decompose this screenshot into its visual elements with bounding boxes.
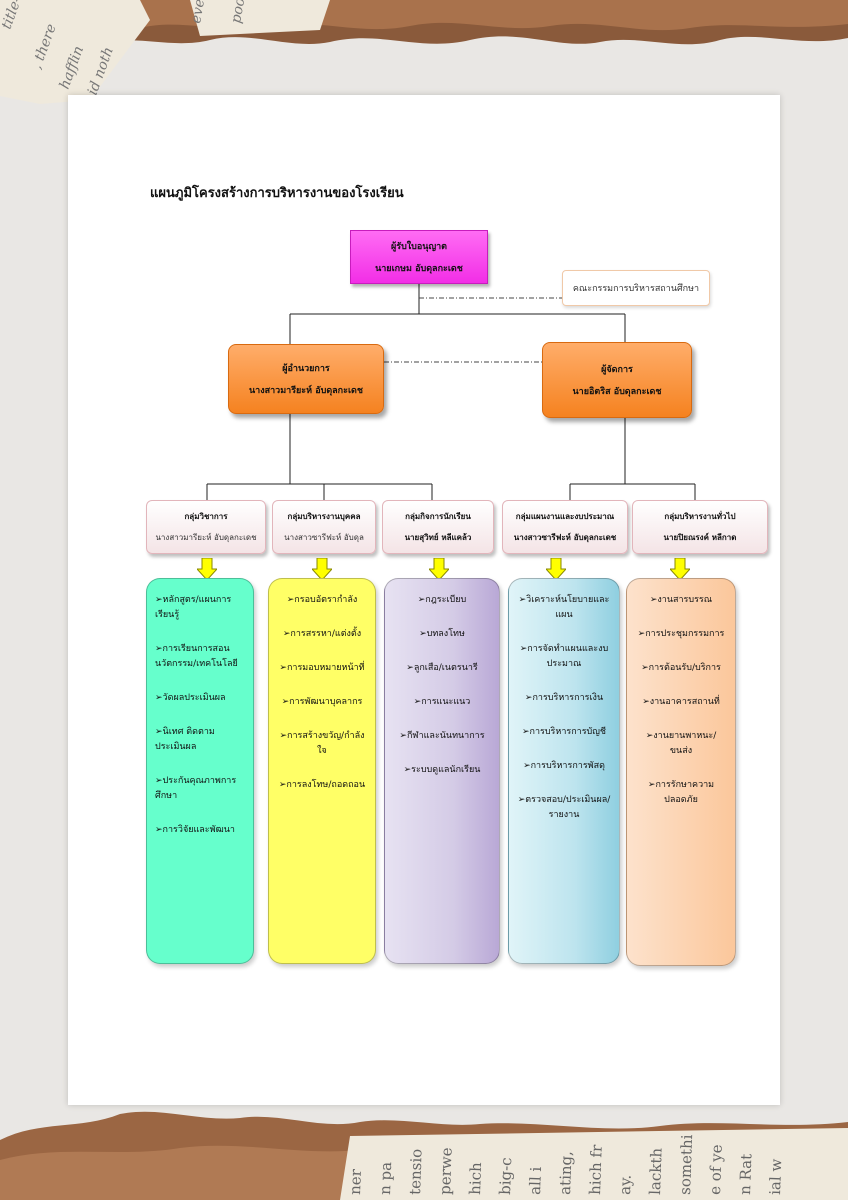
task-item: การสร้างขวัญ/กำลังใจ [277, 729, 367, 759]
svg-text:ner: ner [346, 1168, 365, 1195]
license-name: นายเกษม อับดุลกะเดช [375, 264, 463, 274]
svg-text:ial w: ial w [766, 1158, 785, 1195]
svg-text:ating,: ating, [556, 1151, 576, 1195]
task-item: การประชุมกรรมการ [635, 627, 727, 642]
group-name: กลุ่มกิจการนักเรียน [405, 512, 471, 521]
task-item: การบริหารการพัสดุ [517, 759, 611, 774]
torn-paper-top-decoration: title-te , there hafflin id noth ever po… [0, 0, 848, 110]
group-head: นางสาวซารีฟะห์ อับดุล [284, 533, 364, 542]
task-item: บทลงโทษ [393, 627, 491, 642]
svg-text:perwe: perwe [436, 1147, 456, 1195]
task-item: การแนะแนว [393, 695, 491, 710]
task-list: กฎระเบียบ บทลงโทษ ลูกเสือ/เนตรนารี การแน… [393, 593, 491, 778]
group-head: นายสุวิทย์ หลีแคล้ว [404, 533, 472, 542]
svg-text:n pa: n pa [376, 1162, 395, 1196]
group-head: นายปิยณรงค์ หลีกาด [663, 533, 737, 542]
task-list: งานสารบรรณ การประชุมกรรมการ การต้อนรับ/บ… [635, 593, 727, 808]
down-arrow-icon [312, 558, 332, 580]
svg-text:n Rat: n Rat [736, 1153, 755, 1195]
task-list: กรอบอัตรากำลัง การสรรหา/แต่งตั้ง การมอบห… [277, 593, 367, 793]
task-item: ประกันคุณภาพการศึกษา [155, 774, 245, 804]
director-name: นางสาวมารียะห์ อับดุลกะเดช [249, 386, 363, 396]
task-item: กฎระเบียบ [393, 593, 491, 608]
manager-box: ผู้จัดการ นายอิตริส อับดุลกะเดช [542, 342, 692, 418]
svg-text:big-c: big-c [496, 1157, 515, 1195]
task-item: ระบบดูแลนักเรียน [393, 763, 491, 778]
down-arrow-icon [670, 558, 690, 580]
task-list: หลักสูตร/แผนการเรียนรู้ การเรียนการสอนนว… [155, 593, 245, 838]
svg-text:all i: all i [526, 1166, 545, 1195]
svg-text:ever: ever [188, 0, 209, 25]
svg-text:hich: hich [466, 1162, 485, 1195]
task-item: งานสารบรรณ [635, 593, 727, 608]
academic-tasks-panel: หลักสูตร/แผนการเรียนรู้ การเรียนการสอนนว… [146, 578, 254, 964]
license-role: ผู้รับใบอนุญาต [390, 242, 448, 252]
manager-role: ผู้จัดการ [601, 365, 633, 375]
svg-text:tensio: tensio [406, 1148, 426, 1195]
task-item: หลักสูตร/แผนการเรียนรู้ [155, 593, 245, 623]
svg-text:ay.: ay. [616, 1174, 635, 1195]
task-list: วิเคราะห์นโยบายและแผน การจัดทำแผนและงบปร… [517, 593, 611, 823]
task-item: นิเทศ ติดตามประเมินผล [155, 725, 245, 755]
planning-budget-tasks-panel: วิเคราะห์นโยบายและแผน การจัดทำแผนและงบปร… [508, 578, 620, 964]
group-name: กลุ่มแผนงานและงบประมาณ [515, 512, 615, 521]
svg-text:poor: poor [228, 0, 250, 25]
committee-label: คณะกรรมการบริหารสถานศึกษา [572, 284, 700, 294]
manager-name: นายอิตริส อับดุลกะเดช [572, 387, 662, 397]
group-name: กลุ่มวิชาการ [184, 512, 228, 521]
down-arrow-icon [429, 558, 449, 580]
personnel-tasks-panel: กรอบอัตรากำลัง การสรรหา/แต่งตั้ง การมอบห… [268, 578, 376, 964]
group-general-admin-box: กลุ่มบริหารงานทั่วไป นายปิยณรงค์ หลีกาด [632, 500, 768, 554]
task-item: วิเคราะห์นโยบายและแผน [517, 593, 611, 623]
svg-text:somethi: somethi [676, 1134, 696, 1195]
task-item: งานยานพาหนะ/ขนส่ง [635, 729, 727, 759]
task-item: การวิจัยและพัฒนา [155, 823, 245, 838]
chart-title: แผนภูมิโครงสร้างการบริหารงานของโรงเรียน [150, 186, 404, 201]
director-box: ผู้อำนวยการ นางสาวมารียะห์ อับดุลกะเดช [228, 344, 384, 414]
committee-box: คณะกรรมการบริหารสถานศึกษา [562, 270, 710, 306]
task-item: กรอบอัตรากำลัง [277, 593, 367, 608]
svg-text:hich fr: hich fr [586, 1144, 606, 1195]
task-item: การลงโทษ/ถอดถอน [277, 778, 367, 793]
group-name: กลุ่มบริหารงานบุคคล [287, 512, 361, 521]
task-item: การรักษาความปลอดภัย [635, 778, 727, 808]
task-item: การสรรหา/แต่งตั้ง [277, 627, 367, 642]
svg-text:e of ye: e of ye [706, 1144, 726, 1195]
group-student-affairs-box: กลุ่มกิจการนักเรียน นายสุวิทย์ หลีแคล้ว [382, 500, 494, 554]
task-item: การต้อนรับ/บริการ [635, 661, 727, 676]
group-name: กลุ่มบริหารงานทั่วไป [664, 512, 736, 521]
group-head: นางสาวซารีฟะห์ อับดุลกะเดช [513, 533, 617, 542]
group-planning-budget-box: กลุ่มแผนงานและงบประมาณ นางสาวซารีฟะห์ อั… [502, 500, 628, 554]
task-item: การจัดทำแผนและงบประมาณ [517, 642, 611, 672]
group-academic-box: กลุ่มวิชาการ นางสาวมารียะห์ อับดุลกะเดช [146, 500, 266, 554]
svg-text:lackth: lackth [646, 1147, 666, 1195]
down-arrow-icon [546, 558, 566, 580]
general-admin-tasks-panel: งานสารบรรณ การประชุมกรรมการ การต้อนรับ/บ… [626, 578, 736, 966]
task-item: กีฬาและนันทนาการ [393, 729, 491, 744]
task-item: ตรวจสอบ/ประเมินผล/รายงาน [517, 793, 611, 823]
student-affairs-tasks-panel: กฎระเบียบ บทลงโทษ ลูกเสือ/เนตรนารี การแน… [384, 578, 500, 964]
task-item: การมอบหมายหน้าที่ [277, 661, 367, 676]
down-arrow-icon [197, 558, 217, 580]
task-item: ลูกเสือ/เนตรนารี [393, 661, 491, 676]
director-role: ผู้อำนวยการ [282, 364, 330, 374]
group-personnel-box: กลุ่มบริหารงานบุคคล นางสาวซารีฟะห์ อับดุ… [272, 500, 376, 554]
task-item: การเรียนการสอนนวัตกรรม/เทคโนโลยี [155, 642, 245, 672]
task-item: การพัฒนาบุคลากร [277, 695, 367, 710]
license-holder-box: ผู้รับใบอนุญาต นายเกษม อับดุลกะเดช [350, 230, 488, 284]
group-head: นางสาวมารียะห์ อับดุลกะเดช [155, 533, 257, 542]
task-item: การบริหารการบัญชี [517, 725, 611, 740]
torn-paper-bottom-decoration: ner n pa tensio perwe hich big-c all i a… [0, 1100, 848, 1200]
task-item: วัดผลประเมินผล [155, 691, 245, 706]
task-item: การบริหารการเงิน [517, 691, 611, 706]
task-item: งานอาคารสถานที่ [635, 695, 727, 710]
